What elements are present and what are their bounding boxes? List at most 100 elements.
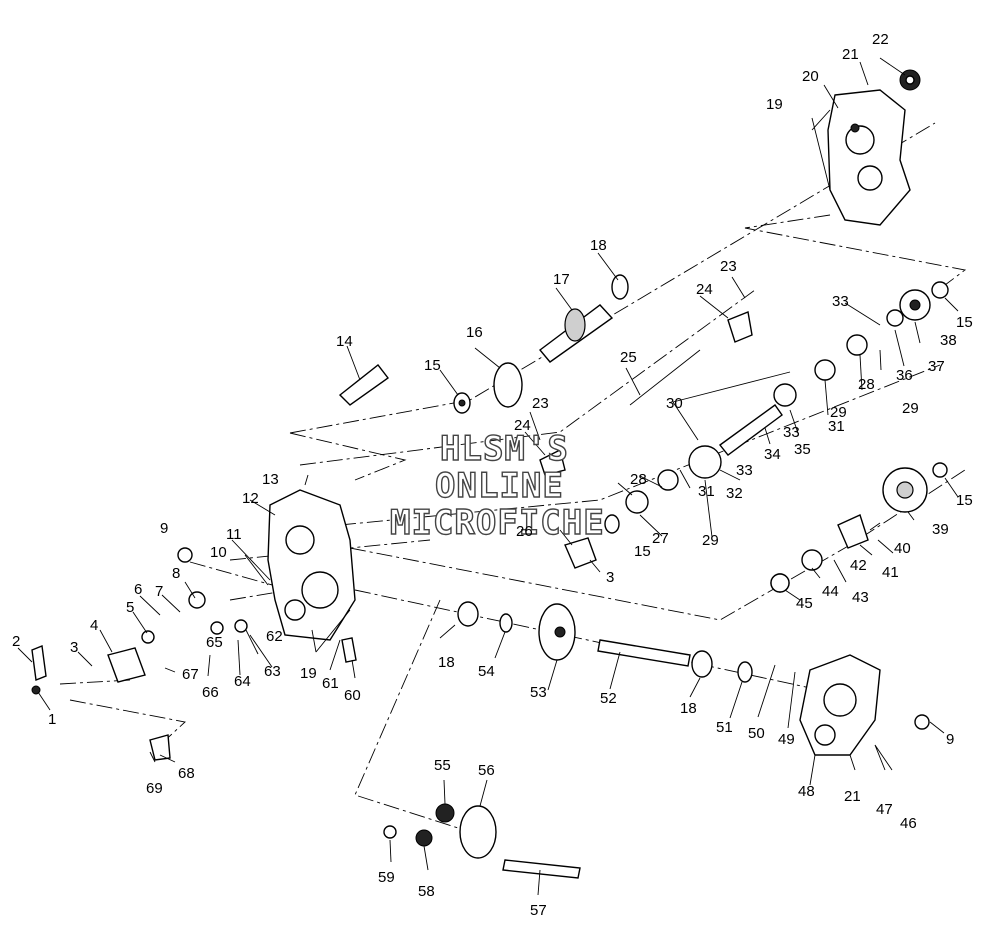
callout-33: 33 <box>783 424 800 441</box>
callout-54: 54 <box>478 663 495 680</box>
callout-51: 51 <box>716 719 733 736</box>
watermark: HLSM'S ONLINE MICROFICHE <box>389 428 605 543</box>
callout-2: 2 <box>12 633 20 650</box>
callout-58: 58 <box>418 883 435 900</box>
callout-53: 53 <box>530 684 547 701</box>
callout-24: 24 <box>696 281 713 298</box>
watermark-line2: ONLINE <box>435 466 564 506</box>
callout-9: 9 <box>946 731 954 748</box>
callout-34: 34 <box>764 446 781 463</box>
callout-29: 29 <box>702 532 719 549</box>
callout-4: 4 <box>90 617 98 634</box>
callout-7: 7 <box>155 583 163 600</box>
callout-55: 55 <box>434 757 451 774</box>
callout-3: 3 <box>606 569 614 586</box>
bracket-4 <box>107 647 146 683</box>
callout-69: 69 <box>146 780 163 797</box>
callout-21: 21 <box>844 788 861 805</box>
callout-28: 28 <box>630 471 647 488</box>
callout-65: 65 <box>206 634 223 651</box>
callout-33: 33 <box>832 293 849 310</box>
callout-24: 24 <box>514 417 531 434</box>
callout-16: 16 <box>466 324 483 341</box>
callout-66: 66 <box>202 684 219 701</box>
callout-1: 1 <box>48 711 56 728</box>
callout-11: 11 <box>226 526 242 543</box>
callout-39: 39 <box>932 521 949 538</box>
callout-60: 60 <box>344 687 361 704</box>
callout-9: 9 <box>160 520 168 537</box>
callout-47: 47 <box>876 801 893 818</box>
callout-50: 50 <box>748 725 765 742</box>
callout-6: 6 <box>134 581 142 598</box>
callout-40: 40 <box>894 540 911 557</box>
callout-32: 32 <box>726 485 743 502</box>
callout-41: 41 <box>882 564 899 581</box>
watermark-line1: HLSM'S <box>440 429 569 469</box>
callout-25: 25 <box>620 349 637 366</box>
gear-case-cover <box>827 89 911 226</box>
shaft-57 <box>502 859 581 879</box>
callout-31: 31 <box>698 483 715 500</box>
callout-64: 64 <box>234 673 251 690</box>
callout-18: 18 <box>438 654 455 671</box>
callout-22: 22 <box>872 31 889 48</box>
watermark-line3: MICROFICHE <box>390 503 605 543</box>
callout-61: 61 <box>322 675 339 692</box>
callout-18: 18 <box>590 237 607 254</box>
callout-57: 57 <box>530 902 547 919</box>
callout-29: 29 <box>902 400 919 417</box>
callout-52: 52 <box>600 690 617 707</box>
callout-19: 19 <box>766 96 783 113</box>
callout-5: 5 <box>126 599 134 616</box>
callout-67: 67 <box>182 666 199 683</box>
parts-artwork <box>31 69 949 879</box>
leader-lines <box>17 57 959 896</box>
callout-21: 21 <box>842 46 859 63</box>
callout-3: 3 <box>70 639 78 656</box>
callout-45: 45 <box>796 595 813 612</box>
callout-56: 56 <box>478 762 495 779</box>
callout-20: 20 <box>802 68 819 85</box>
shaft-14 <box>338 364 389 406</box>
callout-27: 27 <box>652 530 669 547</box>
callout-23: 23 <box>720 258 737 275</box>
callout-46: 46 <box>900 815 917 832</box>
callout-33: 33 <box>736 462 753 479</box>
callout-14: 14 <box>336 333 353 350</box>
callout-63: 63 <box>264 663 281 680</box>
callout-19: 19 <box>300 665 317 682</box>
callout-28: 28 <box>858 376 875 393</box>
callout-37: 37 <box>928 358 945 375</box>
callout-30: 30 <box>666 395 683 412</box>
callout-44: 44 <box>822 583 839 600</box>
callout-12: 12 <box>242 490 259 507</box>
shift-fork-24b <box>539 448 566 476</box>
callout-13: 13 <box>262 471 279 488</box>
callout-29: 29 <box>830 404 847 421</box>
belt-56 <box>459 805 497 859</box>
main-housing <box>267 489 356 641</box>
callout-23: 23 <box>532 395 549 412</box>
callout-68: 68 <box>178 765 195 782</box>
callout-15: 15 <box>634 543 651 560</box>
callout-8: 8 <box>172 565 180 582</box>
callout-35: 35 <box>794 441 811 458</box>
callout-10: 10 <box>210 544 227 561</box>
callout-labels: 1 2 3 3 4 5 6 7 8 9 9 10 11 12 13 14 15 … <box>12 31 973 919</box>
callout-43: 43 <box>852 589 869 606</box>
callout-15: 15 <box>956 492 973 509</box>
callout-26: 26 <box>516 523 533 540</box>
callout-42: 42 <box>850 557 867 574</box>
callout-18: 18 <box>680 700 697 717</box>
belt-16 <box>493 362 523 408</box>
callout-62: 62 <box>266 628 283 645</box>
callout-17: 17 <box>553 271 570 288</box>
callout-49: 49 <box>778 731 795 748</box>
gear-32 <box>688 445 722 479</box>
callout-15: 15 <box>424 357 441 374</box>
callout-48: 48 <box>798 783 815 800</box>
callout-36: 36 <box>896 367 913 384</box>
callout-59: 59 <box>378 869 395 886</box>
